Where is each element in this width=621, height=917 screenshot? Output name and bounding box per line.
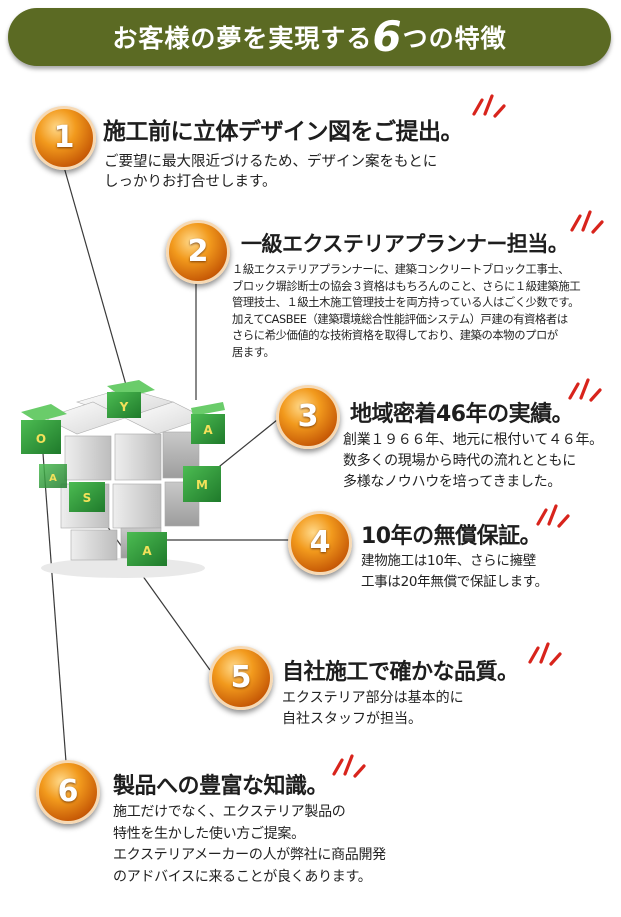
cube-letter-a1: A [203, 423, 213, 437]
feature-2-line: １級エクステリアプランナーに、建築コンクリートブロック工事士、 [232, 263, 570, 276]
cube-illustration: Y A O S A M A [21, 380, 225, 578]
badge-5: 5 [209, 646, 273, 710]
feature-1-line: ご要望に最大限近づけるため、デザイン案をもとに [104, 154, 438, 170]
feature-3-line: 創業１９６６年、地元に根付いて４６年。 [343, 432, 603, 448]
feature-2-desc: １級エクステリアプランナーに、建築コンクリートブロック工事士、 ブロック塀診断士… [232, 262, 581, 362]
cube-letter-o: O [36, 432, 46, 446]
badge-2: 2 [166, 220, 230, 284]
cube-green-a1: A [191, 402, 225, 444]
feature-6-line: のアドバイスに来ることが良くあります。 [113, 868, 372, 885]
feature-5-title: 自社施工で確かな品質。 [282, 660, 519, 685]
feature-6-line: 特性を生かした使い方ご提案。 [113, 825, 305, 842]
badge-3: 3 [276, 385, 340, 449]
cube-letter-m: M [196, 478, 208, 492]
cube-letter-y: Y [119, 400, 129, 414]
feature-5-desc: エクステリア部分は基本的に 自社スタッフが担当。 [282, 688, 464, 730]
header-title-pre: お客様の夢を実現する [112, 24, 373, 53]
cube-letter-a3: A [49, 473, 57, 484]
feature-1-line: しっかりお打合せします。 [104, 174, 277, 190]
feature-2-line: 居ます。 [232, 345, 275, 359]
cube-green-y: Y [107, 380, 155, 418]
cube-green-s: S [69, 482, 105, 512]
feature-6-line: 施工だけでなく、エクステリア製品の [113, 804, 346, 820]
badge-1: 1 [32, 106, 96, 170]
sparkle-icon [568, 378, 602, 402]
feature-2-line: 加えてCASBEE（建築環境総合性能評価システム）戸建の有資格者は [232, 312, 568, 326]
feature-4-line: 建物施工は10年、さらに擁壁 [361, 553, 536, 569]
header-title-number: 6 [372, 12, 403, 61]
feature-6-desc: 施工だけでなく、エクステリア製品の 特性を生かした使い方ご提案。 エクステリアメ… [113, 802, 386, 888]
feature-5-line: エクステリア部分は基本的に [282, 690, 464, 706]
feature-3-line: 数多くの現場から時代の流れとともに [343, 453, 576, 469]
cube-green-a3: A [39, 464, 67, 488]
sparkle-icon [332, 754, 366, 778]
feature-6-line: エクステリアメーカーの人が弊社に商品開発 [113, 847, 386, 863]
sparkle-icon [528, 642, 562, 666]
feature-4-line: 工事は20年無償で保証します。 [361, 574, 548, 590]
badge-6: 6 [36, 760, 100, 824]
cube-green-a2: A [127, 532, 167, 566]
badge-4: 4 [288, 511, 352, 575]
feature-2-title: 一級エクステリアプランナー担当。 [241, 232, 569, 256]
feature-3-desc: 創業１９６６年、地元に根付いて４６年。 数多くの現場から時代の流れとともに 多様… [343, 430, 603, 493]
feature-4-title: 10年の無償保証。 [361, 524, 542, 549]
feature-3-line: 多様なノウハウを培ってきました。 [343, 474, 562, 490]
feature-2-line: ブロック塀診断士の協会３資格はもちろんのこと、さらに１級建築施工 [232, 279, 581, 293]
feature-1-desc: ご要望に最大限近づけるため、デザイン案をもとに しっかりお打合せします。 [104, 152, 437, 192]
cube-letter-s: S [83, 491, 92, 505]
feature-1-title: 施工前に立体デザイン図をご提出。 [103, 119, 464, 145]
header-banner: お客様の夢を実現する6つの特徴 [8, 8, 611, 66]
cube-green-m: M [183, 466, 221, 502]
feature-2-line: さらに希少価値的な技術資格を取得しており、建築の本物のプロが [232, 329, 558, 343]
header-title-post: つの特徴 [402, 24, 507, 53]
feature-3-title: 地域密着46年の実績。 [350, 402, 574, 427]
feature-4-desc: 建物施工は10年、さらに擁壁 工事は20年無償で保証します。 [361, 551, 548, 593]
feature-2-line: 管理技士、１級土木施工管理技士を両方持っている人はごく少数です。 [232, 296, 580, 310]
cube-green-o: O [21, 404, 67, 454]
cube-letter-a2: A [142, 544, 152, 558]
feature-6-title: 製品への豊富な知識。 [113, 774, 329, 799]
sparkle-icon [472, 94, 506, 118]
feature-5-line: 自社スタッフが担当。 [282, 711, 422, 727]
sparkle-icon [570, 210, 604, 234]
sparkle-icon [536, 504, 570, 528]
